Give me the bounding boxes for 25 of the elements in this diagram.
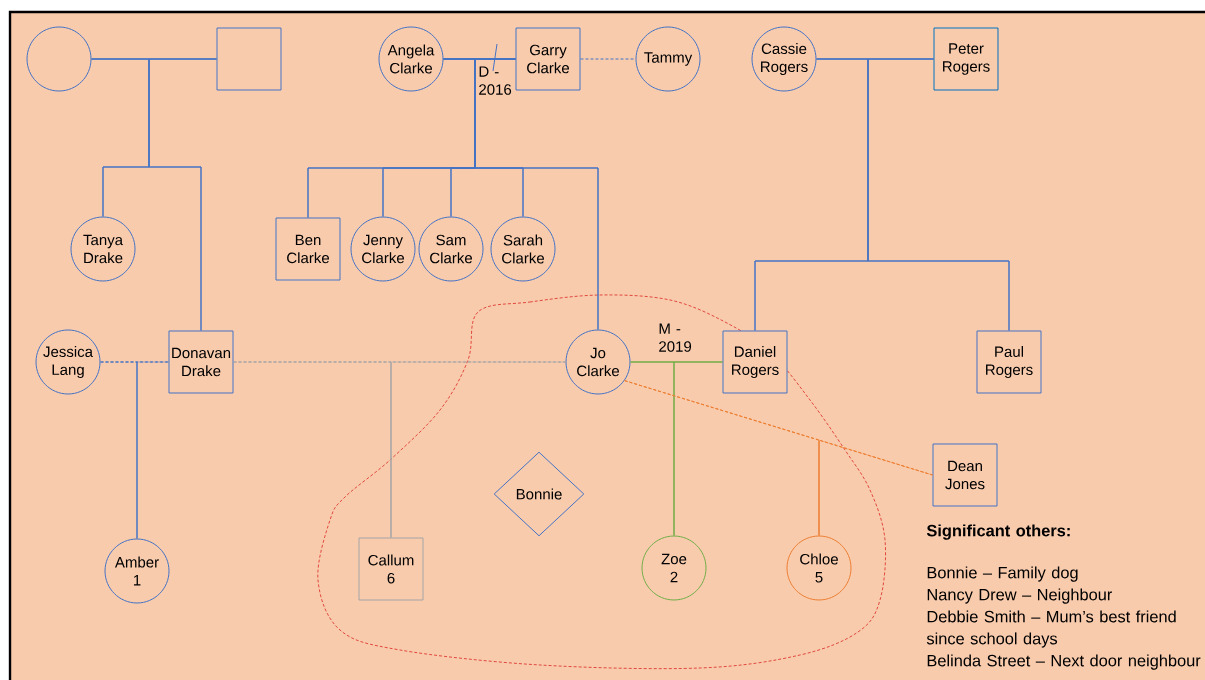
person-square: Callum 6 [358, 537, 424, 601]
descent-line [148, 58, 217, 331]
person-square: Peter Rogers [933, 27, 999, 91]
person-square [216, 27, 282, 91]
descent-line [818, 439, 933, 536]
person-square: Daniel Rogers [722, 330, 788, 394]
note-text: Debbie Smith – Mum’s best friend since school days [926, 610, 1176, 648]
relationship-line [580, 58, 636, 60]
edge-label: M - 2019 [657, 322, 695, 353]
person-square: Garry Clarke [515, 27, 581, 91]
person-square: Donavan Drake [168, 330, 234, 394]
descent-line [474, 58, 599, 330]
note-text: Belinda Street – Next door neighbour [927, 654, 1201, 670]
person-circle [26, 26, 92, 92]
edge-label: D - 2016 [477, 65, 515, 96]
person-square: Paul Rogers [976, 330, 1042, 394]
note-text: Nancy Drew – Neighbour [927, 588, 1112, 604]
notes-heading: Significant others: [926, 524, 1070, 540]
note-text: Bonnie – Family dog [927, 566, 1078, 582]
descent-line [136, 361, 169, 539]
descent-line [867, 58, 1010, 331]
descent-line [390, 361, 566, 538]
person-square: Ben Clarke [275, 217, 341, 281]
descent-line [673, 361, 723, 536]
person-square: Dean Jones [932, 443, 998, 507]
